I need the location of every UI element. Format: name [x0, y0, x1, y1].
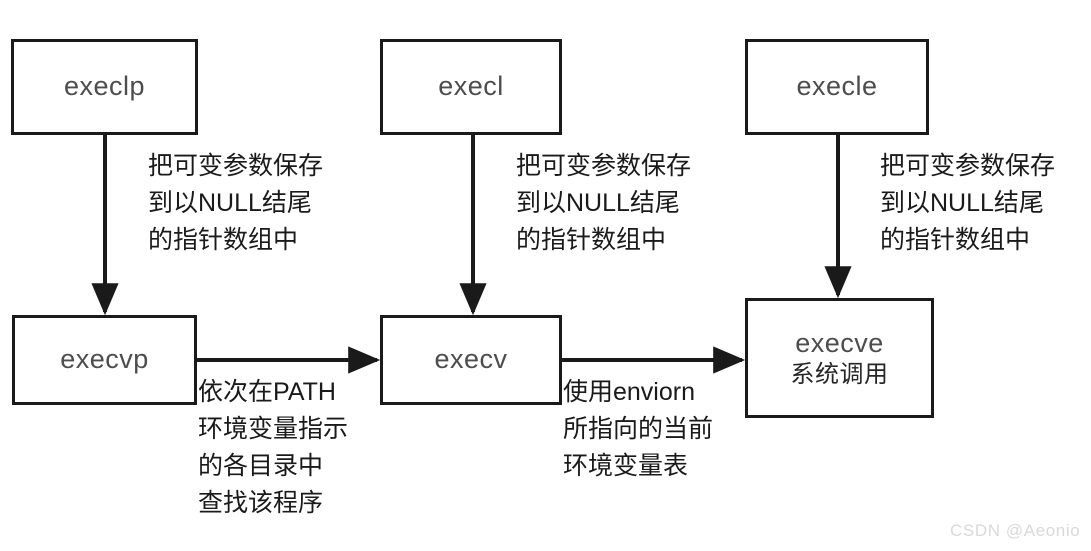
watermark: CSDN @Aeonio [950, 521, 1081, 540]
node-execve[interactable]: execve 系统调用 [745, 298, 934, 418]
edge-label-execvp-to-execv: 依次在PATH 环境变量指示 的各目录中 查找该程序 [198, 378, 349, 517]
node-execlp-title: execlp [63, 71, 146, 102]
node-execvp-title: execvp [60, 344, 149, 375]
edge-label-execlp-to-execvp: 把可变参数保存 到以NULL结尾 的指针数组中 [148, 152, 324, 254]
node-execv-title: execv [434, 344, 508, 375]
node-execl[interactable]: execl [380, 39, 562, 135]
edge-label-execle-to-execve: 把可变参数保存 到以NULL结尾 的指针数组中 [880, 152, 1056, 254]
edge-label-execv-to-execve: 使用enviorn 所指向的当前 环境变量表 [563, 378, 714, 480]
edge-label-execl-to-execv: 把可变参数保存 到以NULL结尾 的指针数组中 [516, 152, 692, 254]
node-execle[interactable]: execle [745, 39, 929, 135]
node-execlp[interactable]: execlp [11, 39, 198, 135]
node-execv[interactable]: execv [380, 315, 562, 405]
node-execle-title: execle [796, 71, 878, 102]
node-execve-subtitle: 系统调用 [790, 360, 889, 388]
node-execvp[interactable]: execvp [12, 315, 197, 405]
node-execl-title: execl [438, 71, 504, 102]
node-execve-title: execve [795, 327, 884, 358]
